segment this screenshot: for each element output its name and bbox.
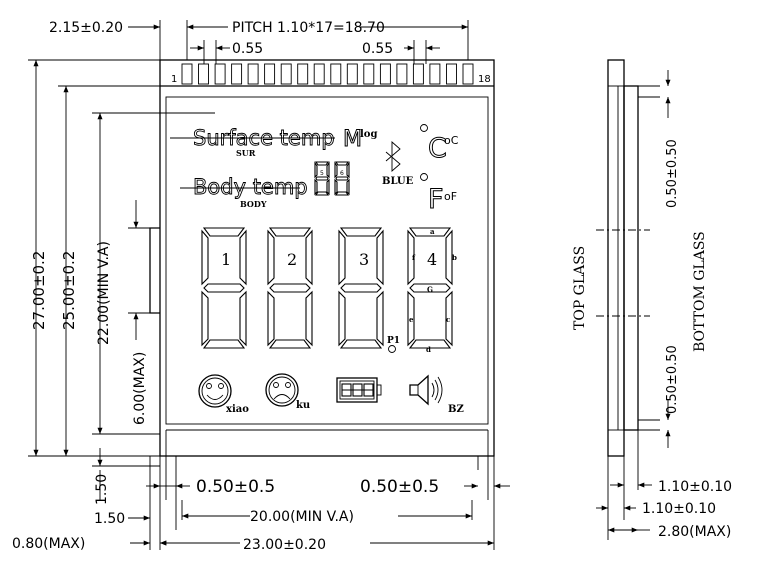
- degree-c-icon: [420, 124, 428, 132]
- bluetooth-icon: [385, 141, 401, 172]
- left-dimensions: 27.00±0.2 25.00±0.2 22.00(MIN V.A) 6.00(…: [12, 59, 215, 552]
- celsius-icon: C: [428, 133, 447, 164]
- seg-a: a: [430, 227, 435, 236]
- battery-icon: [336, 377, 382, 403]
- total-height-label: 27.00±0.2: [30, 251, 48, 330]
- p1-label: P1: [387, 336, 400, 346]
- seg-g: G: [427, 285, 433, 294]
- front-view: 1 18: [149, 59, 495, 470]
- lcd-segments: Surface temp SUR M log Body temp BODY 5 …: [170, 124, 464, 415]
- lead-height-label: 6.00(MAX): [132, 352, 148, 425]
- xiao-label: xiao: [226, 404, 249, 415]
- blue-label: BLUE: [382, 176, 414, 187]
- seg-e: e: [409, 315, 414, 324]
- small-digit-5: [314, 161, 330, 196]
- pin-1-label: 1: [171, 74, 177, 85]
- log-label: log: [360, 129, 377, 140]
- pin: [379, 63, 391, 85]
- pin: [462, 63, 474, 85]
- pin: [446, 63, 457, 85]
- side-top-label: 0.50±0.50: [665, 139, 680, 208]
- smile-face-icon: [198, 374, 232, 408]
- of-label: oF: [444, 190, 457, 203]
- digit-2-label: 2: [287, 250, 297, 269]
- bottom-150b: 1.50: [94, 511, 125, 527]
- pin: [330, 63, 342, 85]
- pin: [313, 63, 325, 85]
- pins: [181, 63, 474, 85]
- side-bottom-label: 0.50±0.50: [665, 345, 680, 414]
- side-front-glass: [607, 59, 625, 457]
- pin: [363, 63, 375, 85]
- pin: [198, 63, 209, 85]
- digit-1-label: 1: [221, 250, 231, 269]
- pin-width-right: 0.55: [362, 41, 393, 57]
- pin: [214, 63, 226, 85]
- pin: [429, 63, 441, 85]
- seg-d: d: [426, 345, 431, 354]
- bottom-dimensions: 0.50±0.5 0.50±0.5 20.00(MIN V.A) 23.00±0…: [146, 430, 510, 553]
- fahrenheit-icon: F: [428, 184, 444, 215]
- small-5-label: 5: [320, 170, 324, 177]
- pin-18-label: 18: [478, 74, 491, 85]
- speaker-icon: [409, 374, 443, 406]
- view-width-label: 20.00(MIN V.A): [250, 509, 354, 525]
- pin: [247, 63, 259, 85]
- sad-face-icon: [265, 373, 299, 407]
- top-glass-label: TOP GLASS: [572, 246, 588, 330]
- memory-icon: M: [343, 127, 362, 152]
- bz-label: BZ: [448, 404, 464, 415]
- pin: [346, 63, 358, 85]
- side-view: TOP GLASS BOTTOM GLASS 0.50±0.50 0.50±0.…: [572, 59, 732, 540]
- glass-height-label: 25.00±0.2: [60, 251, 78, 330]
- sur-label: SUR: [236, 148, 256, 158]
- seg-f: f: [412, 253, 416, 262]
- pin: [412, 63, 424, 85]
- side-thk1-label: 1.10±0.10: [658, 479, 732, 495]
- view-area: [165, 96, 489, 425]
- seg-b: b: [452, 253, 457, 262]
- left-offset-label: 2.15±0.20: [49, 20, 123, 36]
- bottom-glass-label: BOTTOM GLASS: [692, 231, 708, 352]
- left-lead: [149, 227, 160, 314]
- degree-f-icon: [420, 173, 428, 181]
- body-temp-label: Body temp: [193, 175, 308, 199]
- pitch-label: PITCH 1.10*17=18.70: [232, 20, 385, 36]
- pin-width-left: 0.55: [232, 41, 263, 57]
- digit-3-label: 3: [359, 250, 369, 269]
- pin: [264, 63, 276, 85]
- bottom-080: 0.80(MAX): [12, 536, 85, 552]
- pin: [396, 63, 408, 85]
- pin: [280, 63, 292, 85]
- outer-glass: [159, 59, 495, 457]
- pin: [181, 63, 193, 85]
- side-back-glass: [623, 85, 639, 431]
- pin: [297, 63, 309, 85]
- ku-label: ku: [296, 400, 310, 411]
- decimal-point-icon: [388, 345, 396, 353]
- digit-4-label: 4: [427, 250, 437, 269]
- seg-c: c: [446, 315, 450, 324]
- small-6-label: 6: [340, 170, 344, 177]
- side-thk2-label: 1.10±0.10: [642, 501, 716, 517]
- big-digit-3: [338, 227, 384, 349]
- margin-left-label: 0.50±0.5: [196, 477, 275, 497]
- total-width-label: 23.00±0.20: [243, 537, 326, 553]
- bottom-150a: 1.50: [94, 474, 110, 505]
- pin: [231, 63, 243, 85]
- margin-right-label: 0.50±0.5: [360, 477, 439, 497]
- side-max-label: 2.80(MAX): [658, 524, 731, 540]
- oc-label: oC: [444, 134, 459, 147]
- body-label: BODY: [240, 199, 267, 209]
- big-digit-1: [201, 227, 247, 349]
- view-height-label: 22.00(MIN V.A): [96, 241, 112, 345]
- big-digit-2: [267, 227, 313, 349]
- top-dimensions: PITCH 1.10*17=18.70 2.15±0.20 0.55 0.55: [49, 20, 469, 64]
- small-digit-6: [334, 161, 350, 196]
